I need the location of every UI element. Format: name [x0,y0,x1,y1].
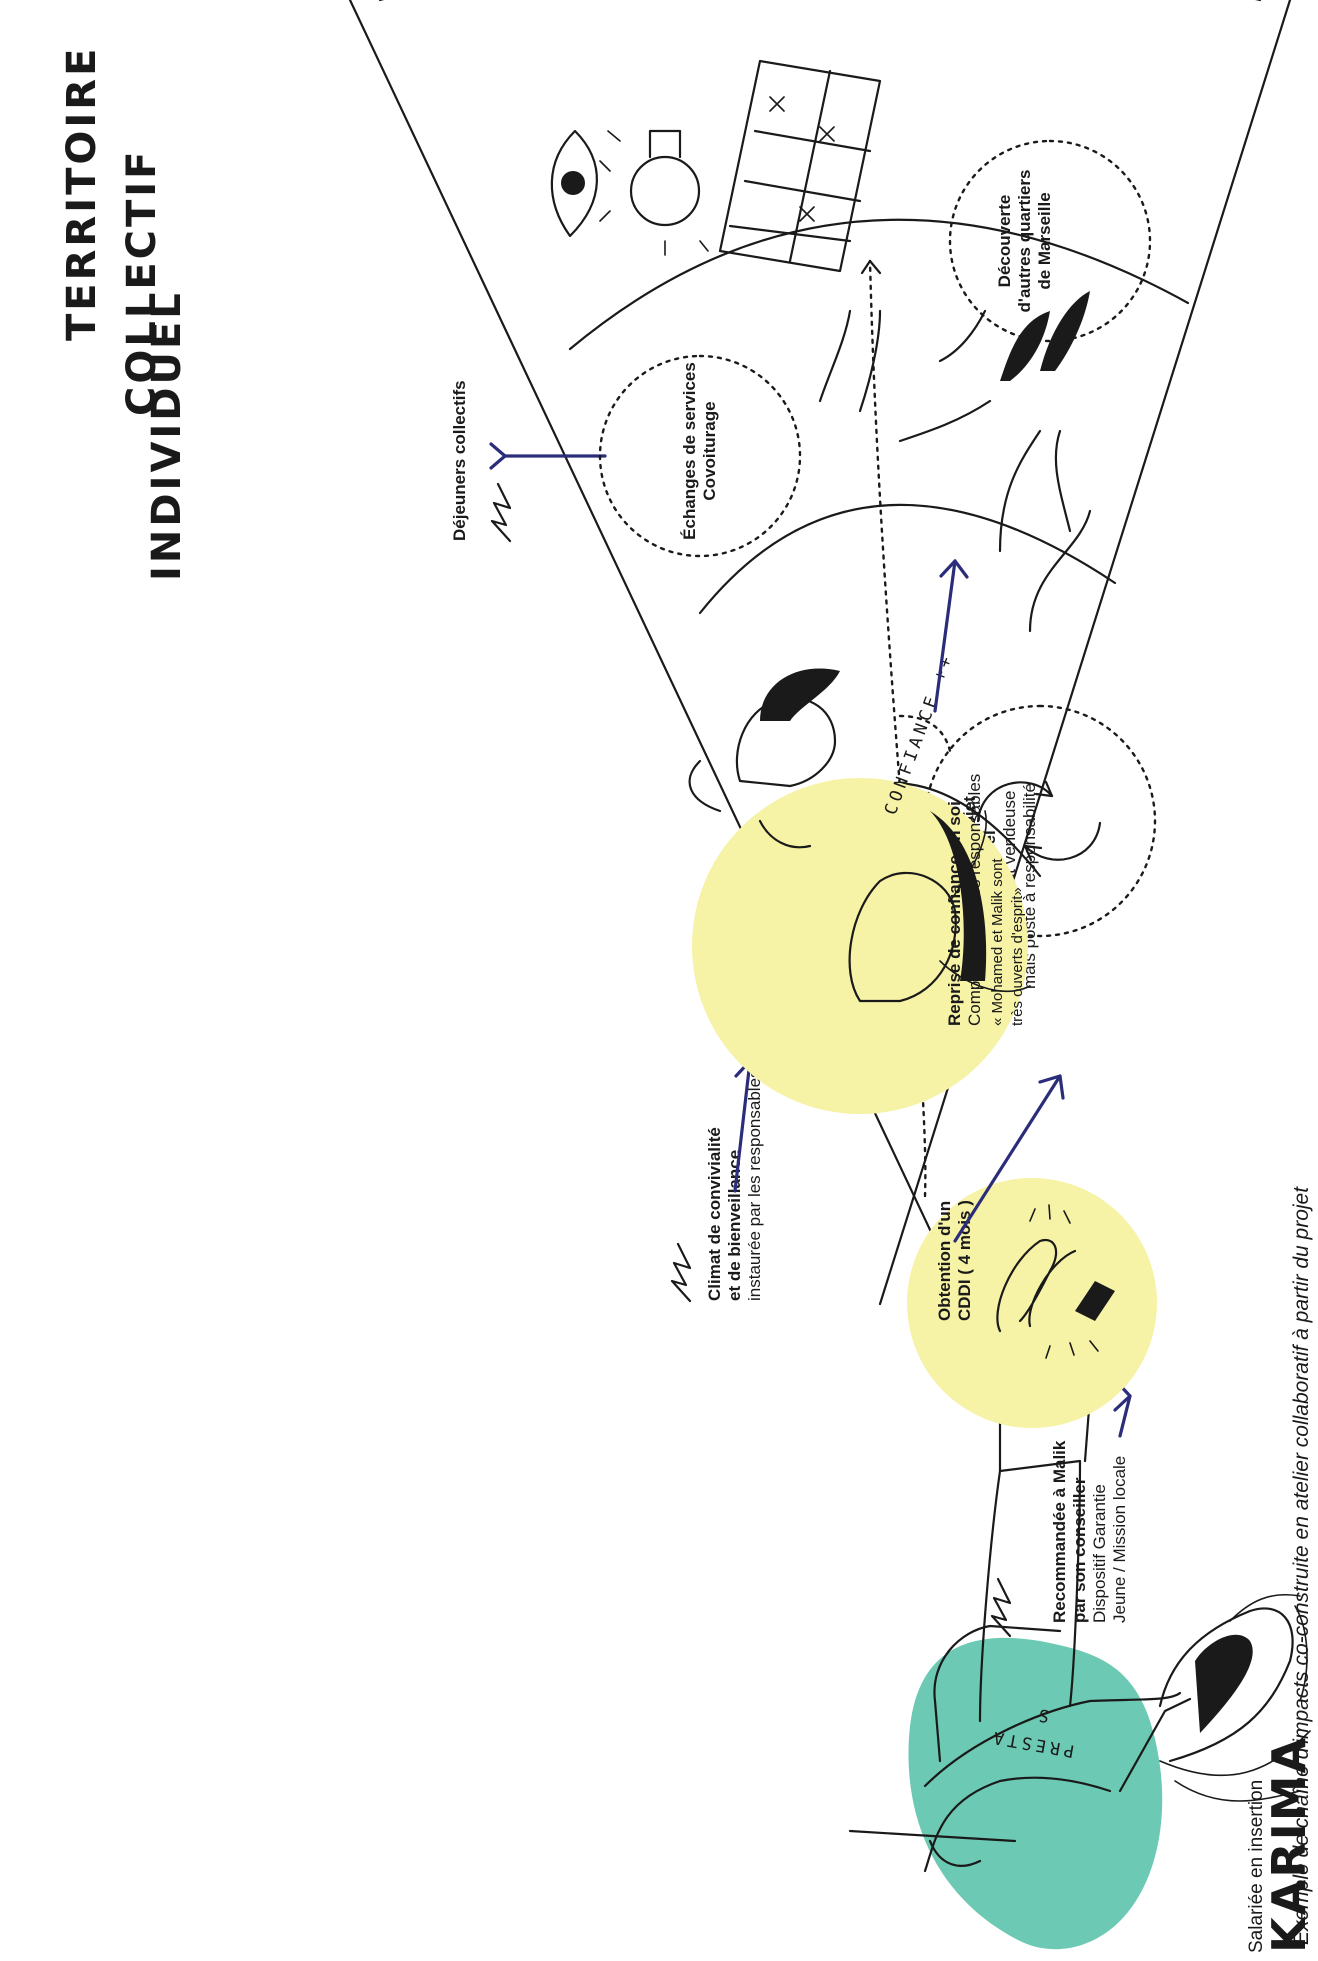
eye-icon [550,129,598,238]
decouverte-title-1: Découverte [995,195,1014,288]
recommandee-body-2: Jeune / Mission locale [1110,1456,1129,1623]
arrow-climat-confiance [733,1059,752,1193]
figure-outline-hand [1118,1697,1192,1793]
decouverte-circle [948,139,1152,343]
karima-figure: PRESTA S [848,1394,1311,1950]
figure-outline-legs [978,1459,1082,1723]
dashed-arrow-head [860,259,882,275]
confiance-quote-2: très ouverts d'esprit» [1009,887,1026,1026]
lightning-icon [490,482,512,543]
shirt-text-2: S [1033,1704,1051,1726]
recommandee-title-1: Recommandée à Malik [1050,1440,1069,1623]
cddi-title-1: Obtention d'un [935,1201,954,1321]
arrow-head [1038,1074,1065,1100]
climat-title-1: Climat de convivialité [705,1127,724,1301]
dashed-arrow-confiance-changement [898,714,952,753]
recommandee-body-1: Dispositif Garantie [1090,1484,1109,1623]
climat-title-2: et de bienveillance [725,1150,744,1301]
arc-territoire-inner [568,218,1190,351]
band-title-territoire: TERRITOIRE [59,46,105,341]
figure-outline-torso [923,1776,1112,1873]
dejeuners-title-1: Déjeuners collectifs [450,380,469,541]
arrow-head [489,442,507,470]
band-title-individuel: INDIVIDUEL [144,290,190,581]
echanges-title-1: Échanges de services [680,362,699,540]
recommandee-title-2: par son conseiller [1070,1477,1089,1623]
factor-recommandee: Recommandée à Malik par son conseiller D… [990,1440,1129,1638]
lightning-icon [990,1577,1012,1638]
confiance-title-1: Reprise de confiance en soi [945,801,964,1026]
faces-illustration [688,668,1031,1003]
arc-collectif-inner [698,503,1117,615]
factor-dejeuners: Déjeuners collectifs [450,380,512,543]
teal-blob [908,1637,1163,1950]
person-role: Salariée en insertion [1246,1780,1267,1953]
echanges-title-2: Covoiturage [700,401,719,500]
caption-text: Exemple de chaîne d'impacts co-construit… [1290,1186,1313,1945]
arrow-recommandee-cddi [1118,1394,1132,1438]
person-name: KARIMA [1262,1736,1316,1953]
lightbulb-icon [599,129,709,256]
map-icon [718,59,882,273]
lightning-icon [670,1242,692,1303]
figure-outline-head [1158,1607,1294,1763]
climat-body-1: instaurée par les responsables [745,1069,764,1301]
decouverte-title-2: d'autres quartiers [1015,170,1034,313]
caption-wrapper: Exemple de chaîne d'impacts co-construit… [1290,45,1314,1945]
cddi-title-2: CDDI ( 4 mois ) [955,1200,974,1321]
decouverte-title-3: de Marseille [1035,192,1054,289]
arrow-head [939,559,969,579]
figure-outline-shoulder [933,1624,1062,1763]
confiance-quote-1: « Mohamed et Malik sont [989,858,1006,1026]
echanges-circle [598,354,802,558]
clapping-hands-icon [996,1204,1115,1359]
figure-outline-hair [1159,1593,1311,1802]
figure-outline-arm-left [848,1829,1017,1867]
factor-climat: Climat de convivialité et de bienveillan… [670,1069,764,1303]
band-title-collectif: COLLECTIF [119,148,165,416]
two-people-illustration [818,291,1092,633]
confiance-highlight [692,778,1028,1114]
arrow-cddi-confiance [953,1074,1062,1243]
figure-hair-fill [1195,1634,1253,1733]
refresh-cycle-icon [976,780,1102,862]
arrow-confiance-echanges [933,559,957,713]
confiance-body-1: Complicité avec les responsables [965,774,984,1026]
